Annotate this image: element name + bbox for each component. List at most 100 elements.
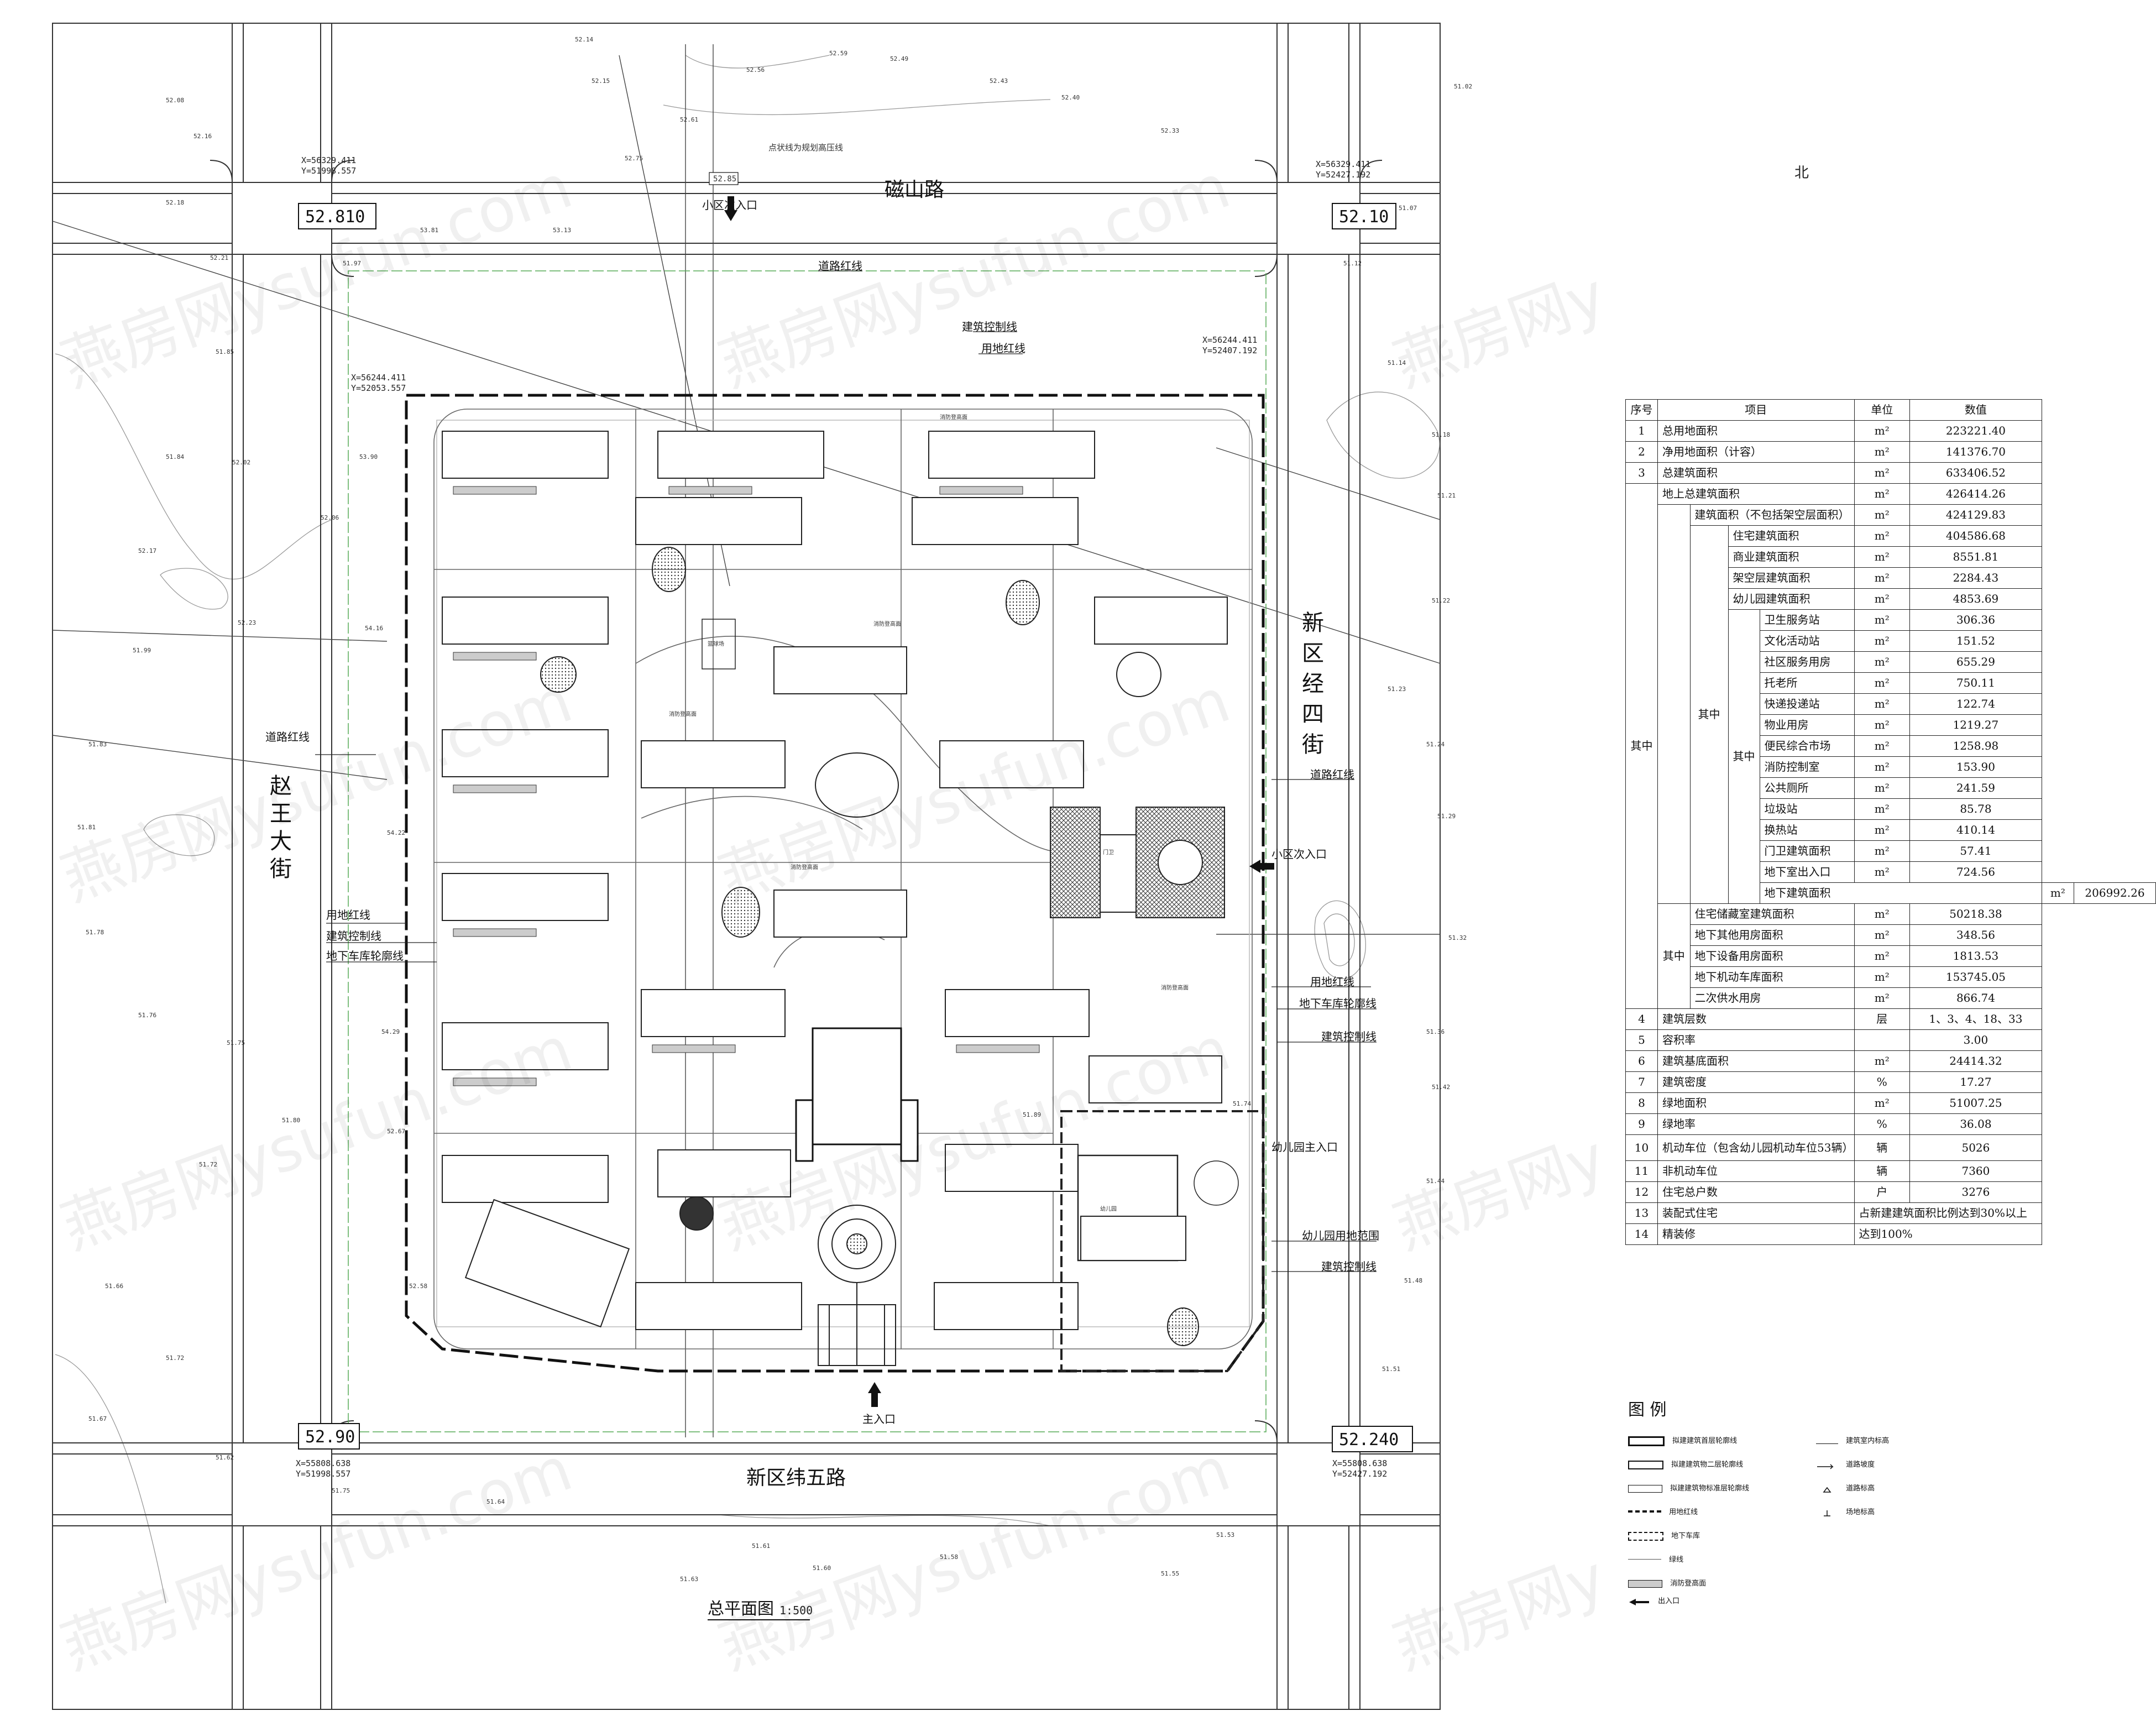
cell-unit: m² bbox=[2041, 882, 2074, 904]
spot-elevation-label: 52.18 bbox=[166, 199, 184, 206]
cell-unit: m² bbox=[1854, 693, 1911, 715]
spot-elevation-label: 51.42 bbox=[1432, 1084, 1450, 1091]
table-row: 其中 住宅建筑面积 m² 404586.68 bbox=[1626, 525, 2156, 904]
table-row: 4 建筑层数 层 1、3、4、18、33 bbox=[1625, 1008, 2156, 1030]
legend-title: 图 例 bbox=[1628, 1400, 1667, 1420]
legend-item: 拟建建筑物二层轮廓线 bbox=[1628, 1458, 1743, 1472]
elevation-box-se: 52.240 bbox=[1332, 1426, 1413, 1452]
legend: 图 例 拟建建筑首层轮廓线 拟建建筑物二层轮廓线 拟建建筑物标准层轮廓线 用地红… bbox=[1628, 1396, 2026, 1606]
cell-item: 商业建筑面积 bbox=[1728, 546, 1855, 568]
cell-no: 12 bbox=[1625, 1181, 1658, 1203]
road-name-west: 赵 王 大 街 bbox=[270, 773, 292, 882]
site-elevation-icon bbox=[1816, 1509, 1838, 1516]
spot-elevation-label: 51.48 bbox=[1404, 1277, 1422, 1284]
spot-elevation-label: 51.23 bbox=[1388, 686, 1406, 693]
cell-value: 223221.40 bbox=[1909, 420, 2042, 442]
cell-value: 占新建建筑面积比例达到30%以上 bbox=[1854, 1202, 2042, 1224]
site-plan: 燕房网ysufun.com 燕房网ysufun.com 燕房网ysufun.co… bbox=[52, 23, 1603, 1710]
cell-item: 物业用房 bbox=[1759, 714, 1855, 736]
spot-elevation-label: 51.21 bbox=[1437, 492, 1456, 499]
economic-indicators-table: 序号 项目 单位 数值 1 总用地面积 m² 223221.40 2 净用地面积… bbox=[1625, 399, 2156, 1245]
cell-group: 其中 bbox=[1728, 609, 1760, 904]
cell-item: 地下设备用房面积 bbox=[1689, 945, 1855, 967]
table-row: 7 建筑密度 % 17.27 bbox=[1625, 1071, 2156, 1093]
cell-blank bbox=[1657, 504, 1691, 904]
table-row: 10 机动车位（包含幼儿园机动车位53辆） 辆 5026 bbox=[1625, 1134, 2156, 1161]
legend-label: 建筑室内标高 bbox=[1846, 1437, 1890, 1445]
table-row: 6 建筑基底面积 m² 24414.32 bbox=[1625, 1050, 2156, 1072]
table-row: 二次供水用房 m² 866.74 bbox=[1626, 987, 2156, 1009]
cell-unit: m² bbox=[1854, 1050, 1911, 1072]
table-row: 其中 地上总建筑面积 m² 426414.26 bbox=[1625, 483, 2156, 1009]
cell-value: 426414.26 bbox=[1909, 483, 2042, 505]
table-row: 架空层建筑面积 m² 2284.43 bbox=[1626, 567, 2156, 589]
drawing-title: 总平面图 bbox=[708, 1599, 774, 1619]
cell-value: 7360 bbox=[1909, 1160, 2042, 1182]
annotation-road-red-line-north: 道路红线 bbox=[818, 259, 862, 273]
spot-elevation-label: 51.97 bbox=[343, 260, 361, 267]
spot-elevation-label: 51.75 bbox=[332, 1487, 350, 1494]
cell-no: 6 bbox=[1625, 1050, 1658, 1072]
spot-elevation-label: 51.80 bbox=[282, 1117, 300, 1124]
cell-item: 绿地面积 bbox=[1657, 1092, 1855, 1114]
cell-value: 724.56 bbox=[1909, 861, 2042, 883]
cell-unit: m² bbox=[1854, 924, 1911, 946]
north-entrance-elev: 52.85 bbox=[713, 175, 736, 184]
cell-item: 住宅建筑面积 bbox=[1728, 525, 1855, 547]
spot-elevation-label: 52.21 bbox=[210, 254, 228, 261]
cell-value: 3.00 bbox=[1909, 1029, 2042, 1051]
table-row: 门卫建筑面积 m² 57.41 bbox=[1626, 840, 2156, 862]
elevation-sw: 52.90 bbox=[305, 1427, 355, 1447]
entrance-arrows bbox=[724, 196, 1274, 1407]
cell-unit: m² bbox=[1854, 609, 1911, 631]
label-kindergarten: 幼儿园 bbox=[1100, 1205, 1117, 1212]
cell-unit bbox=[1854, 1029, 1911, 1051]
legend-label: 出入口 bbox=[1658, 1597, 1680, 1605]
table-row: 托老所 m² 750.11 bbox=[1626, 672, 2156, 694]
label-gate: 门卫 bbox=[1103, 849, 1114, 856]
cell-no: 3 bbox=[1625, 462, 1658, 484]
legend-label: 拟建建筑物二层轮廓线 bbox=[1671, 1461, 1744, 1469]
spot-elevation-label: 52.23 bbox=[238, 619, 256, 626]
spot-elevation-label: 51.58 bbox=[940, 1553, 958, 1561]
table-row: 9 绿地率 % 36.08 bbox=[1625, 1113, 2156, 1135]
coord-se-x: X=55808.638 bbox=[1332, 1458, 1387, 1468]
cell-item: 净用地面积（计容） bbox=[1657, 441, 1855, 463]
spot-elevation-label: 52.59 bbox=[829, 50, 847, 57]
spot-elevation-label: 51.32 bbox=[1448, 934, 1467, 941]
annotation-leaders bbox=[315, 270, 1377, 1272]
cell-item: 建筑面积（不包括架空层面积） bbox=[1689, 504, 1855, 526]
annotation-building-control-se: 建筑控制线 bbox=[1321, 1260, 1377, 1273]
table-row: 地下其他用房面积 m² 348.56 bbox=[1626, 924, 2156, 946]
road-elevation-icon bbox=[1816, 1485, 1838, 1493]
annotation-land-red-line-east: 用地红线 bbox=[1310, 975, 1354, 988]
table-row: 8 绿地面积 m² 51007.25 bbox=[1625, 1092, 2156, 1114]
cell-unit: m² bbox=[1854, 483, 1911, 505]
spot-elevation-label: 51.89 bbox=[1023, 1111, 1041, 1118]
cell-unit: m² bbox=[1854, 966, 1911, 988]
legend-symbol-land-red-line bbox=[1628, 1510, 1661, 1513]
cell-unit: m² bbox=[1854, 945, 1911, 967]
legend-label: 道路坡度 bbox=[1846, 1461, 1875, 1469]
watermark-8: 燕房网ysufun.com bbox=[1385, 1013, 1603, 1263]
legend-label: 绿线 bbox=[1669, 1556, 1684, 1564]
cell-value: 57.41 bbox=[1909, 840, 2042, 862]
cell-value: 5026 bbox=[1909, 1134, 2042, 1161]
coord-inner-nw-x: X=56244.411 bbox=[351, 373, 406, 383]
spot-elevation-label: 51.99 bbox=[133, 647, 151, 654]
cell-no: 4 bbox=[1625, 1008, 1658, 1030]
north-label: 北 bbox=[1794, 165, 1809, 181]
annotation-building-control-north: 建筑控制线 bbox=[962, 320, 1017, 333]
cell-item: 装配式住宅 bbox=[1657, 1202, 1855, 1224]
cell-unit: m² bbox=[1854, 504, 1911, 526]
cell-value: 153.90 bbox=[1909, 756, 2042, 778]
cell-item: 快递投递站 bbox=[1759, 693, 1855, 715]
table-row: 地下机动车库面积 m² 153745.05 bbox=[1626, 966, 2156, 988]
cell-no: 2 bbox=[1625, 441, 1658, 463]
spot-elevation-label: 51.53 bbox=[1216, 1531, 1234, 1539]
cell-value: 633406.52 bbox=[1909, 462, 2042, 484]
table-row: 消防控制室 m² 153.90 bbox=[1626, 756, 2156, 778]
cell-item: 社区服务用房 bbox=[1759, 651, 1855, 673]
cell-unit: m² bbox=[1854, 525, 1911, 547]
coord-sw-y: Y=51998.557 bbox=[296, 1469, 350, 1479]
